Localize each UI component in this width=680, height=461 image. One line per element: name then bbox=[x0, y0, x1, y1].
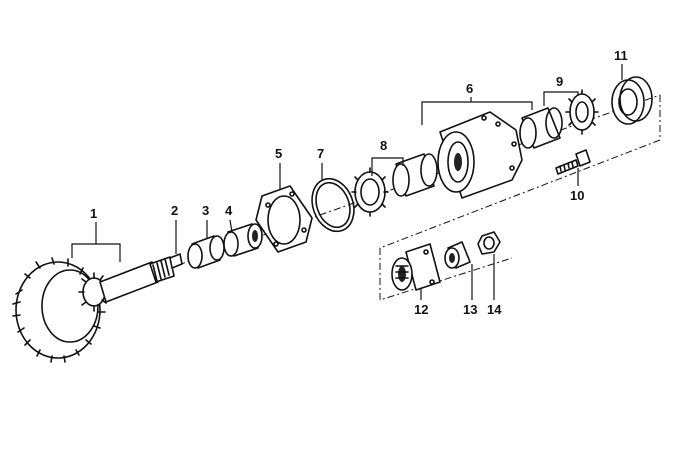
svg-text:4: 4 bbox=[225, 203, 233, 218]
part-14-nut[interactable] bbox=[477, 231, 501, 255]
svg-text:2: 2 bbox=[171, 203, 178, 218]
part-11-seal-ring[interactable] bbox=[611, 76, 653, 125]
part-10-bolt[interactable] bbox=[555, 149, 591, 175]
callout-10: 10 bbox=[570, 168, 584, 203]
callout-9: 9 bbox=[543, 74, 579, 106]
part-2-plug[interactable] bbox=[169, 253, 183, 269]
callout-1: 1 bbox=[71, 206, 121, 262]
part-8-roller-bearing[interactable] bbox=[351, 153, 438, 217]
svg-text:7: 7 bbox=[317, 146, 324, 161]
part-3-bearing-race[interactable] bbox=[187, 235, 225, 269]
callout-14: 14 bbox=[487, 254, 502, 317]
svg-text:10: 10 bbox=[570, 188, 584, 203]
callout-7: 7 bbox=[317, 146, 324, 180]
part-9-pinion-bearing[interactable] bbox=[565, 89, 599, 135]
callout-8: 8 bbox=[371, 138, 404, 176]
callout-6: 6 bbox=[421, 81, 533, 125]
callout-4: 4 bbox=[225, 203, 233, 233]
callout-12: 12 bbox=[414, 288, 428, 317]
part-5-gasket-plate[interactable] bbox=[255, 185, 313, 253]
callout-11: 11 bbox=[614, 48, 628, 80]
svg-text:11: 11 bbox=[614, 48, 628, 63]
callout-2: 2 bbox=[171, 203, 178, 254]
part-13-washer[interactable] bbox=[444, 241, 471, 269]
part-1-crown-wheel-pinion[interactable] bbox=[12, 256, 175, 363]
svg-text:14: 14 bbox=[487, 302, 502, 317]
svg-text:12: 12 bbox=[414, 302, 428, 317]
svg-text:9: 9 bbox=[556, 74, 563, 89]
callout-3: 3 bbox=[202, 203, 209, 238]
part-6-housing[interactable] bbox=[437, 107, 563, 199]
svg-text:13: 13 bbox=[463, 302, 477, 317]
part-12-flange[interactable] bbox=[391, 243, 441, 291]
part-7-o-ring[interactable] bbox=[305, 173, 361, 237]
svg-text:8: 8 bbox=[380, 138, 387, 153]
part-4-spacer-sleeve[interactable] bbox=[223, 223, 263, 257]
callout-13: 13 bbox=[463, 264, 477, 317]
svg-text:5: 5 bbox=[275, 146, 282, 161]
callout-5: 5 bbox=[275, 146, 282, 190]
svg-text:6: 6 bbox=[466, 81, 473, 96]
svg-text:3: 3 bbox=[202, 203, 209, 218]
svg-text:1: 1 bbox=[90, 206, 97, 221]
